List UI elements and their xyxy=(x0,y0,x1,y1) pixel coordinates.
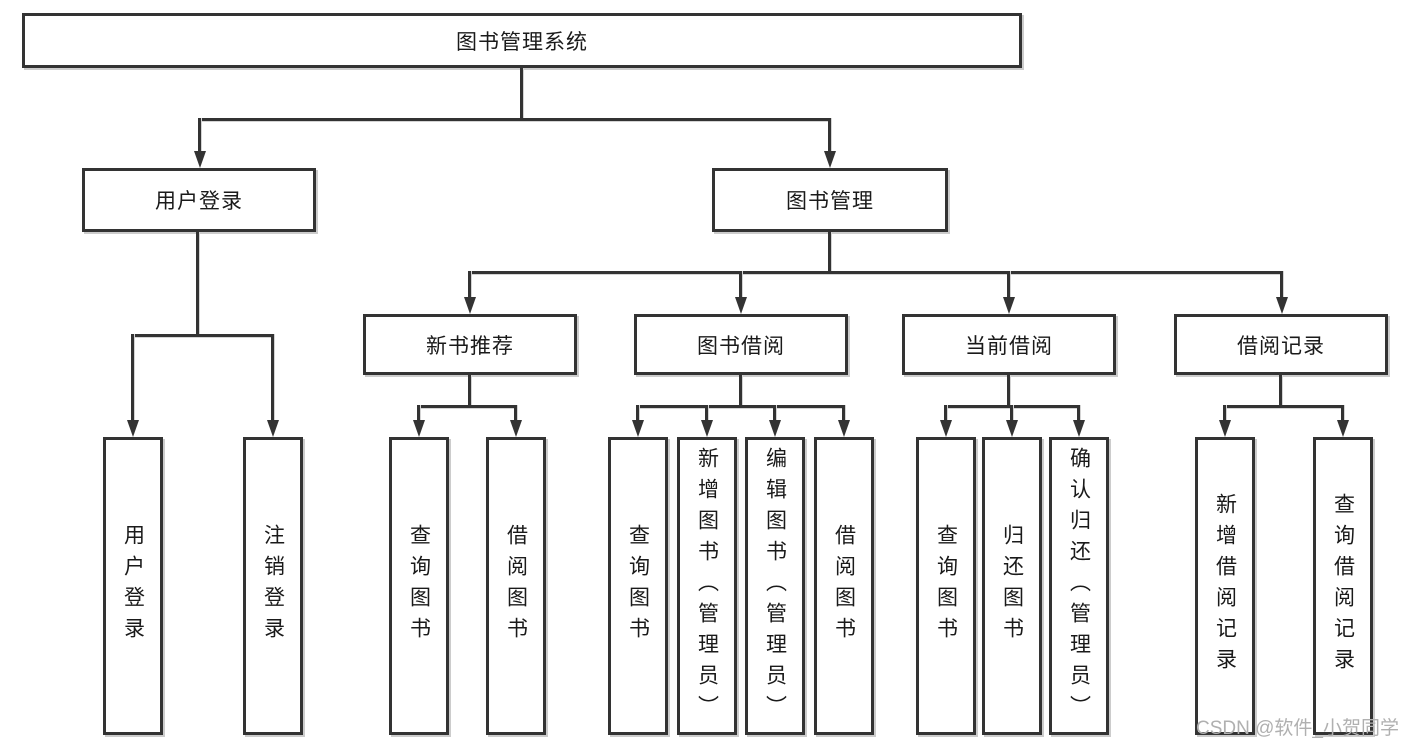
connector-bar xyxy=(417,405,518,408)
connector-drop xyxy=(1223,405,1226,422)
connector-drop xyxy=(842,405,845,422)
node-borrowing-records: 借阅记录 xyxy=(1174,314,1388,375)
node-label: 用户登录 xyxy=(121,524,145,648)
node-borrow-borrow-books: 借阅图书 xyxy=(814,437,874,735)
connector-drop xyxy=(739,271,742,299)
arrow-down-icon xyxy=(267,420,279,437)
node-label: 归还图书 xyxy=(1000,524,1024,648)
node-newrec-query-books: 查询图书 xyxy=(389,437,449,735)
node-label: 新增借阅记录 xyxy=(1213,493,1237,679)
arrow-down-icon xyxy=(510,420,522,437)
arrow-down-icon xyxy=(940,420,952,437)
connector-drop xyxy=(1280,271,1283,299)
connector-drop xyxy=(271,334,274,422)
connector-bar xyxy=(198,118,832,121)
connector-drop xyxy=(705,405,708,422)
connector-drop xyxy=(1007,271,1010,299)
arrow-down-icon xyxy=(194,151,206,168)
node-newrec-borrow-books: 借阅图书 xyxy=(486,437,546,735)
arrow-down-icon xyxy=(838,420,850,437)
connector-stem xyxy=(828,232,831,274)
node-logout: 注销登录 xyxy=(243,437,303,735)
connector-stem xyxy=(520,68,523,120)
node-label: 查询图书 xyxy=(407,524,431,648)
arrow-down-icon xyxy=(1073,420,1085,437)
arrow-down-icon xyxy=(735,297,747,314)
node-label: 用户登录 xyxy=(155,190,243,213)
node-current-confirm-return-admin: 确认归还（管理员） xyxy=(1049,437,1109,735)
node-user-login-leaf: 用户登录 xyxy=(103,437,163,735)
connector-drop xyxy=(1010,405,1013,422)
connector-drop xyxy=(131,334,134,422)
csdn-watermark: CSDN @软件_小贺同学 xyxy=(1196,718,1399,739)
node-label: 图书管理 xyxy=(786,190,874,213)
node-label: 新增图书（管理员） xyxy=(695,446,719,726)
connector-stem xyxy=(739,375,742,408)
node-label: 新书推荐 xyxy=(426,334,514,358)
connector-stem xyxy=(1007,375,1010,408)
node-book-management: 图书管理 xyxy=(712,168,948,232)
connector-stem xyxy=(196,232,199,337)
node-label: 编辑图书（管理员） xyxy=(763,446,787,726)
node-label: 图书借阅 xyxy=(697,334,785,358)
connector-drop xyxy=(468,271,471,299)
arrow-down-icon xyxy=(1219,420,1231,437)
node-new-book-recommend: 新书推荐 xyxy=(363,314,577,375)
node-current-query-books: 查询图书 xyxy=(916,437,976,735)
connector-drop xyxy=(773,405,776,422)
node-label: 注销登录 xyxy=(261,524,285,648)
node-label: 借阅图书 xyxy=(504,524,528,648)
connector-drop xyxy=(417,405,420,422)
connector-drop xyxy=(1077,405,1080,422)
connector-drop xyxy=(514,405,517,422)
node-book-borrowing: 图书借阅 xyxy=(634,314,848,375)
arrow-down-icon xyxy=(1003,297,1015,314)
connector-drop xyxy=(636,405,639,422)
node-borrow-add-books-admin: 新增图书（管理员） xyxy=(677,437,737,735)
node-current-borrowing: 当前借阅 xyxy=(902,314,1116,375)
connector-drop xyxy=(944,405,947,422)
node-label: 图书管理系统 xyxy=(456,30,588,54)
node-library-management-system: 图书管理系统 xyxy=(22,13,1022,68)
connector-drop xyxy=(1341,405,1344,422)
arrow-down-icon xyxy=(1337,420,1349,437)
connector-bar xyxy=(468,271,1283,274)
arrow-down-icon xyxy=(464,297,476,314)
node-records-add-borrow-record: 新增借阅记录 xyxy=(1195,437,1255,735)
node-label: 确认归还（管理员） xyxy=(1067,446,1091,726)
node-records-query-borrow-record: 查询借阅记录 xyxy=(1313,437,1373,735)
arrow-down-icon xyxy=(127,420,139,437)
connector-bar xyxy=(131,334,275,337)
arrow-down-icon xyxy=(1006,420,1018,437)
arrow-down-icon xyxy=(701,420,713,437)
connector-drop xyxy=(828,118,831,152)
arrow-down-icon xyxy=(769,420,781,437)
node-borrow-query-books: 查询图书 xyxy=(608,437,668,735)
connector-drop xyxy=(198,118,201,152)
arrow-down-icon xyxy=(632,420,644,437)
node-label: 当前借阅 xyxy=(965,334,1053,358)
arrow-down-icon xyxy=(1276,297,1288,314)
node-user-login: 用户登录 xyxy=(82,168,316,232)
arrow-down-icon xyxy=(824,151,836,168)
node-current-return-books: 归还图书 xyxy=(982,437,1042,735)
connector-stem xyxy=(1279,375,1282,408)
connector-stem xyxy=(468,375,471,408)
arrow-down-icon xyxy=(413,420,425,437)
node-label: 查询图书 xyxy=(934,524,958,648)
node-label: 查询借阅记录 xyxy=(1331,493,1355,679)
node-borrow-edit-books-admin: 编辑图书（管理员） xyxy=(745,437,805,735)
connector-bar xyxy=(1223,405,1344,408)
node-label: 查询图书 xyxy=(626,524,650,648)
node-label: 借阅记录 xyxy=(1237,334,1325,358)
connector-bar xyxy=(636,405,846,408)
node-label: 借阅图书 xyxy=(832,524,856,648)
